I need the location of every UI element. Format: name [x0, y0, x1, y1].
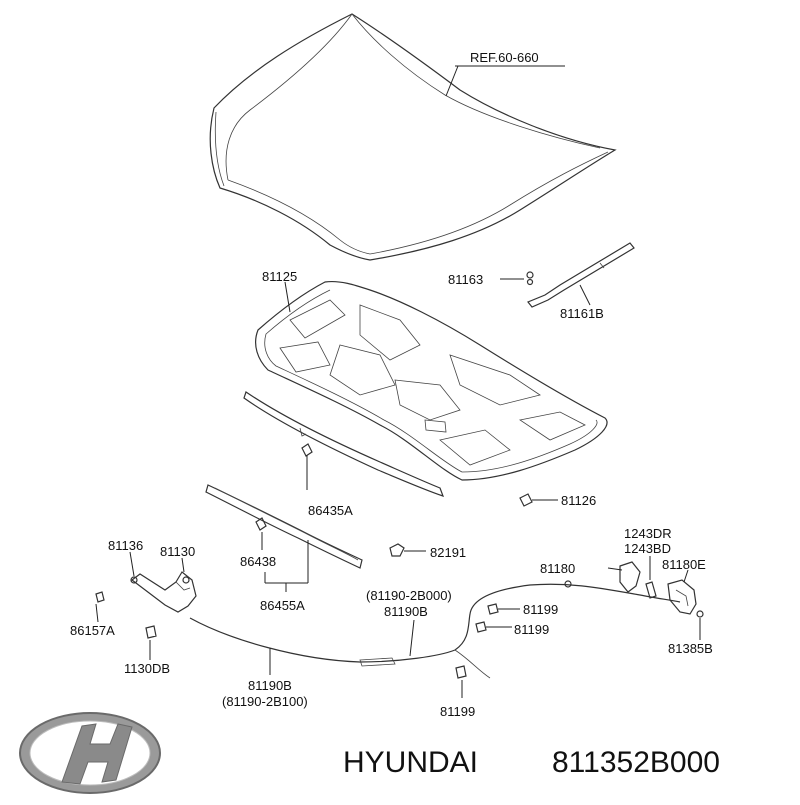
- leader-81161B: [579, 284, 591, 306]
- leader-ref-diag: [445, 65, 459, 97]
- label-81130: 81130: [160, 544, 195, 559]
- clip-81199-b: [475, 621, 487, 633]
- label-81161B: 81161B: [560, 306, 604, 321]
- clip-81126: [519, 493, 533, 507]
- label-81190-2B100: (81190-2B100): [222, 694, 308, 709]
- brand-name: HYUNDAI: [343, 746, 478, 779]
- leader-81180E: [683, 569, 689, 583]
- label-1243BD: 1243BD: [624, 541, 671, 556]
- clip-81199-c: [455, 665, 467, 679]
- label-81190B-left: 81190B: [248, 678, 292, 693]
- hood-insulator: [255, 280, 608, 481]
- label-81190-2B000: (81190-2B000): [366, 588, 452, 603]
- label-1130DB: 1130DB: [124, 661, 170, 676]
- hood-seal: [205, 484, 363, 569]
- leader-81136: [129, 551, 135, 577]
- label-81190B-mid: 81190B: [384, 604, 428, 619]
- label-81126: 81126: [561, 493, 596, 508]
- hood-latch-left: [95, 571, 197, 639]
- label-86455A: 86455A: [260, 598, 305, 613]
- hyundai-logo-icon: [19, 712, 161, 794]
- leader-81130: [181, 557, 185, 573]
- label-81163: 81163: [448, 272, 483, 287]
- hood-weatherstrip: [243, 391, 445, 497]
- label-ref: REF.60-660: [470, 50, 539, 65]
- label-86157A: 86157A: [70, 623, 115, 638]
- leader-81190B-mid: [409, 619, 415, 657]
- label-81136: 81136: [108, 538, 143, 553]
- hood-release-cable: [189, 580, 681, 679]
- label-81385B: 81385B: [668, 641, 713, 656]
- bumper-82191: [389, 543, 405, 557]
- label-81125: 81125: [262, 269, 297, 284]
- label-81199-b: 81199: [514, 622, 549, 637]
- clip-81199-a: [487, 603, 499, 615]
- label-82191: 82191: [430, 545, 466, 560]
- leader-86157A: [95, 603, 99, 623]
- label-81180: 81180: [540, 561, 575, 576]
- label-81199-c: 81199: [440, 704, 475, 719]
- label-81199-a: 81199: [523, 602, 558, 617]
- label-86438: 86438: [240, 554, 276, 569]
- label-86435A: 86435A: [308, 503, 353, 518]
- part-number: 811352B000: [552, 746, 720, 779]
- leader-81125: [284, 281, 291, 313]
- leader-81180: [607, 567, 623, 571]
- label-1243DR: 1243DR: [624, 526, 672, 541]
- hood-panel: [209, 13, 617, 261]
- hood-lift-strut: [526, 242, 635, 308]
- label-81180E: 81180E: [662, 557, 706, 572]
